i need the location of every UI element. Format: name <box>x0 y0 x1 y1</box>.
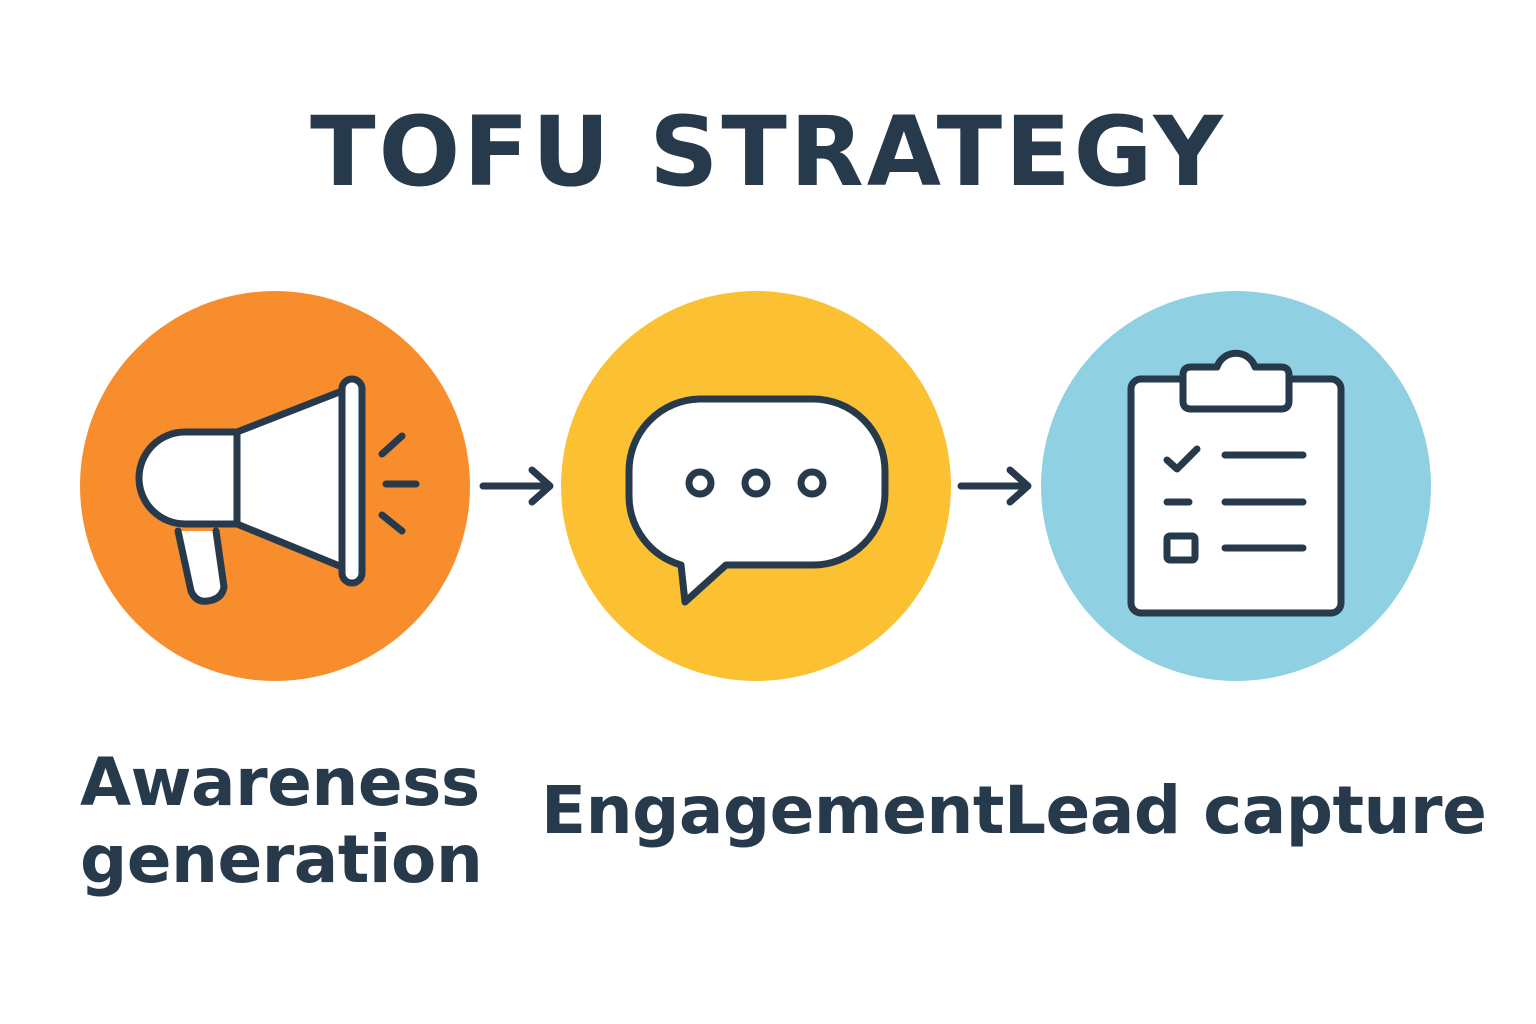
stage-engagement-label-line-1: Engagement <box>541 772 1004 849</box>
arrow-right-icon <box>957 466 1032 506</box>
clipboard-checklist-icon <box>1127 349 1345 617</box>
stage-awareness-circle <box>80 291 470 681</box>
stage-awareness-label: Awareness generation <box>80 744 483 899</box>
stage-engagement-label: Engagement <box>541 772 1004 849</box>
diagram-title: TOFU STRATEGY <box>310 96 1226 208</box>
stage-awareness-label-line-2: generation <box>80 821 483 899</box>
speech-bubble-icon <box>625 395 889 606</box>
arrow-right-icon <box>479 466 554 506</box>
megaphone-icon <box>135 375 420 605</box>
stage-awareness-label-line-1: Awareness <box>80 744 480 821</box>
stage-lead-capture-label: Lead capture <box>1004 772 1487 849</box>
stage-lead-capture-label-line-1: Lead capture <box>1004 772 1487 849</box>
stage-engagement-circle <box>561 291 951 681</box>
stage-lead-capture-circle <box>1041 291 1431 681</box>
